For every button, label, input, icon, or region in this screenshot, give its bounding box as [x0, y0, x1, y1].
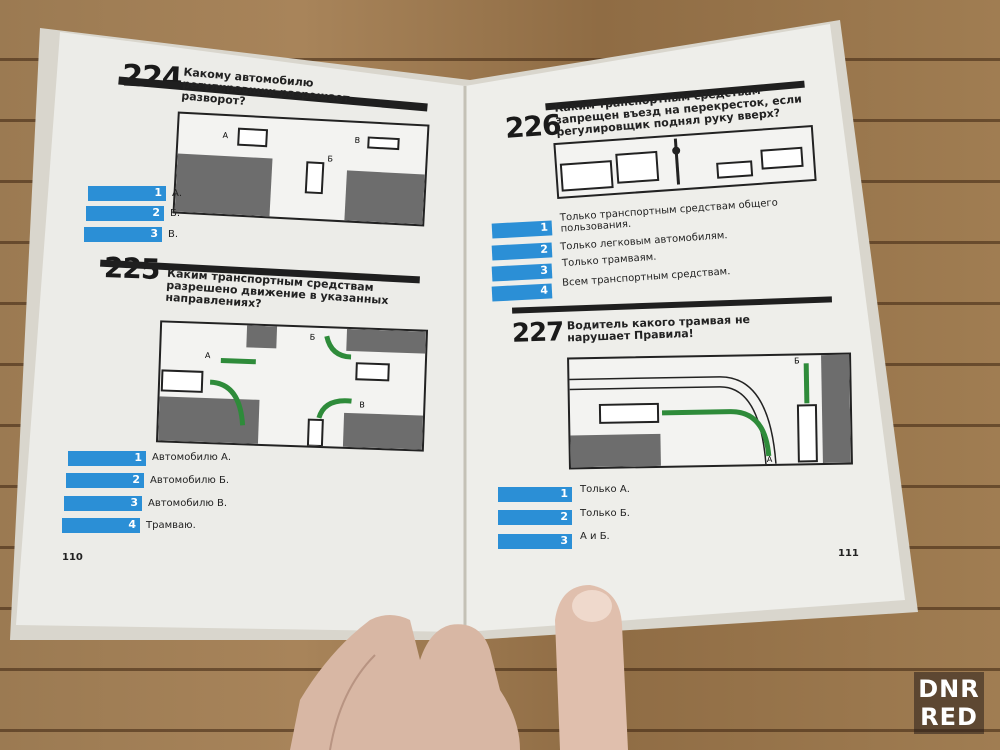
label-a: А [222, 131, 228, 140]
watermark-line-2: RED [920, 703, 978, 731]
diagram-226 [553, 124, 817, 200]
answer-227-2[interactable]: 2 [498, 510, 572, 525]
answer-224-2[interactable]: 2 [86, 206, 164, 221]
answer-224-1[interactable]: 1 [88, 186, 166, 201]
answer-227-1[interactable]: 1 [498, 487, 572, 502]
label-v: В [359, 400, 365, 409]
label-v: В [354, 136, 360, 145]
diagram-225: А Б В [155, 320, 429, 452]
answer-225-2-text: Автомобилю Б. [150, 475, 230, 486]
answer-225-3-text: Автомобилю В. [148, 498, 228, 509]
answer-225-1-text: Автомобилю А. [152, 452, 232, 463]
answer-227-2-text: Только Б. [580, 508, 630, 519]
label-b: Б [310, 333, 316, 342]
diagram-224: А Б В [172, 111, 430, 227]
answer-224-3-text: В. [168, 229, 179, 240]
answer-225-4[interactable]: 4 [62, 518, 140, 533]
answer-225-1[interactable]: 1 [68, 451, 146, 466]
answer-225-4-text: Трамваю. [146, 520, 196, 531]
answer-224-3[interactable]: 3 [84, 227, 162, 242]
page-number-left: 110 [62, 552, 83, 563]
diagram-227: А Б [567, 352, 853, 470]
answer-224-1-text: А. [172, 188, 183, 199]
label-b: Б [794, 356, 800, 365]
watermark-logo: DNR RED [914, 672, 984, 734]
answer-227-1-text: Только А. [580, 484, 630, 495]
answer-227-3-text: А и Б. [580, 531, 610, 542]
answer-225-2[interactable]: 2 [66, 473, 144, 488]
label-b: Б [327, 154, 333, 163]
answer-225-3[interactable]: 3 [64, 496, 142, 511]
page-number-right: 111 [838, 548, 859, 559]
watermark-line-1: DNR [918, 675, 980, 703]
label-a: А [767, 455, 773, 464]
answer-224-2-text: Б. [170, 208, 181, 219]
label-a: А [205, 351, 211, 360]
answer-227-3[interactable]: 3 [498, 534, 572, 549]
